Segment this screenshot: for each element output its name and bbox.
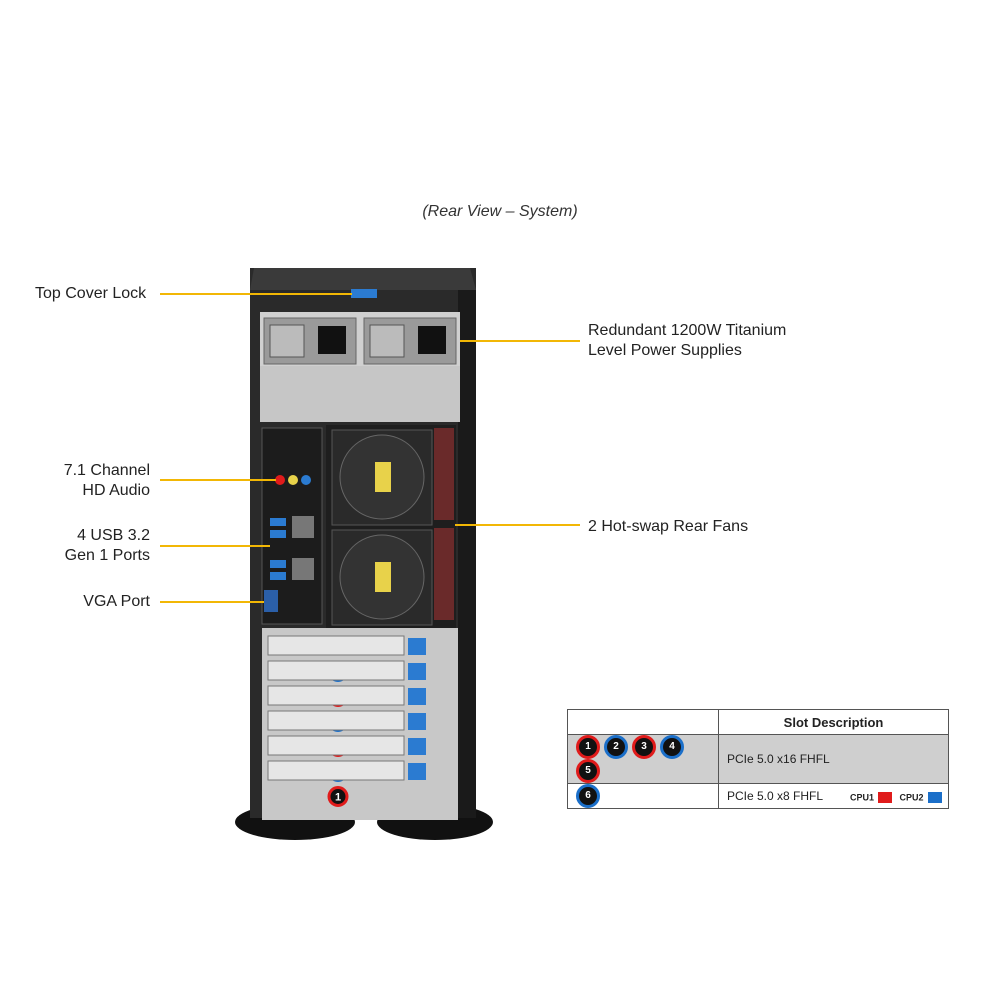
psu-left-grille: [269, 324, 305, 358]
figure-caption: (Rear View – System): [422, 203, 578, 220]
table-header-empty: [567, 709, 719, 735]
label-top-cover-lock: Top Cover Lock: [35, 285, 147, 302]
slot-description: PCIe 5.0 x8 FHFL: [718, 783, 949, 809]
label-audio-line2: HD Audio: [82, 482, 150, 499]
fan-2-label: [375, 562, 391, 592]
psu-lower-panel: [260, 366, 460, 422]
usb-port-3: [270, 560, 286, 568]
label-usb-line2: Gen 1 Ports: [64, 547, 150, 564]
leader-usb-ports: [160, 545, 270, 547]
label-rear-fans: 2 Hot-swap Rear Fans: [588, 518, 749, 535]
pcie-slot-latch: [408, 713, 426, 730]
psu-left-socket: [318, 326, 346, 354]
slot-badge: 3: [632, 735, 656, 759]
slot-badges-cell: 6: [567, 783, 719, 809]
pcie-slot-latch: [408, 638, 426, 655]
cpu-legend: CPU1 CPU2: [850, 792, 942, 804]
audio-jack-blue: [301, 475, 311, 485]
slot-description: PCIe 5.0 x16 FHFL: [718, 734, 949, 784]
usb-port-2: [270, 530, 286, 538]
top-cover-lock: [351, 289, 377, 298]
label-power-supplies: Redundant 1200W Titanium Level Power Sup…: [588, 321, 786, 361]
legend-cpu2-swatch: [927, 792, 942, 804]
legend-cpu1-label: CPU1: [850, 792, 875, 803]
audio-jack-red: [275, 475, 285, 485]
slot-badge: 1: [576, 735, 600, 759]
leader-hd-audio: [160, 479, 276, 481]
leader-power-supplies: [460, 340, 580, 342]
table-header-label: Slot Description: [718, 709, 949, 735]
legend-cpu1-swatch: [878, 792, 893, 804]
pcie-slot-latch: [408, 688, 426, 705]
fan-1-label: [375, 462, 391, 492]
pcie-slot-bracket: [267, 660, 405, 681]
label-usb-ports: 4 USB 3.2 Gen 1 Ports: [65, 526, 150, 566]
usb-port-1: [270, 518, 286, 526]
label-usb-line1: 4 USB 3.2: [77, 527, 150, 544]
label-audio-line1: 7.1 Channel: [63, 462, 150, 479]
lan-port-2: [292, 558, 314, 580]
fan-2-handle: [434, 528, 454, 620]
leader-top-cover-lock: [160, 293, 352, 295]
fan-1-handle: [434, 428, 454, 520]
pcie-slot-latch: [408, 663, 426, 680]
vga-port: [264, 590, 278, 612]
label-power-line1: Redundant 1200W Titanium: [588, 322, 787, 339]
pcie-slot-bracket: [267, 760, 405, 781]
pcie-slot-bracket: [267, 685, 405, 706]
audio-jack-yellow: [288, 475, 298, 485]
slot-badge: 5: [576, 759, 600, 783]
slot-badge: 4: [660, 735, 684, 759]
label-hd-audio: 7.1 Channel HD Audio: [64, 461, 150, 501]
label-vga-port: VGA Port: [83, 593, 150, 610]
usb-port-4: [270, 572, 286, 580]
pcie-slot-latch: [408, 763, 426, 780]
lan-port-1: [292, 516, 314, 538]
psu-right-socket: [418, 326, 446, 354]
leader-vga-port: [160, 601, 264, 603]
pcie-slot-bracket: [267, 710, 405, 731]
label-power-line2: Level Power Supplies: [588, 342, 742, 359]
chassis-side-edge: [458, 290, 476, 818]
table-header-row: Slot Description: [567, 709, 949, 735]
pcie-slot-bracket: [267, 735, 405, 756]
pcie-slot-bracket: [267, 635, 405, 656]
slot-number-label: 1: [335, 792, 341, 804]
leader-rear-fans: [455, 524, 580, 526]
psu-right-grille: [369, 324, 405, 358]
slot-badge: 6: [576, 784, 600, 808]
pcie-slot-latch: [408, 738, 426, 755]
legend-cpu2-label: CPU2: [899, 792, 924, 803]
pcie-slot-rows: 654321: [267, 635, 426, 807]
slot-number-badge: [327, 786, 349, 807]
table-row: 6 PCIe 5.0 x8 FHFL: [567, 783, 949, 809]
slot-badge: 2: [604, 735, 628, 759]
chassis-top: [250, 268, 476, 290]
